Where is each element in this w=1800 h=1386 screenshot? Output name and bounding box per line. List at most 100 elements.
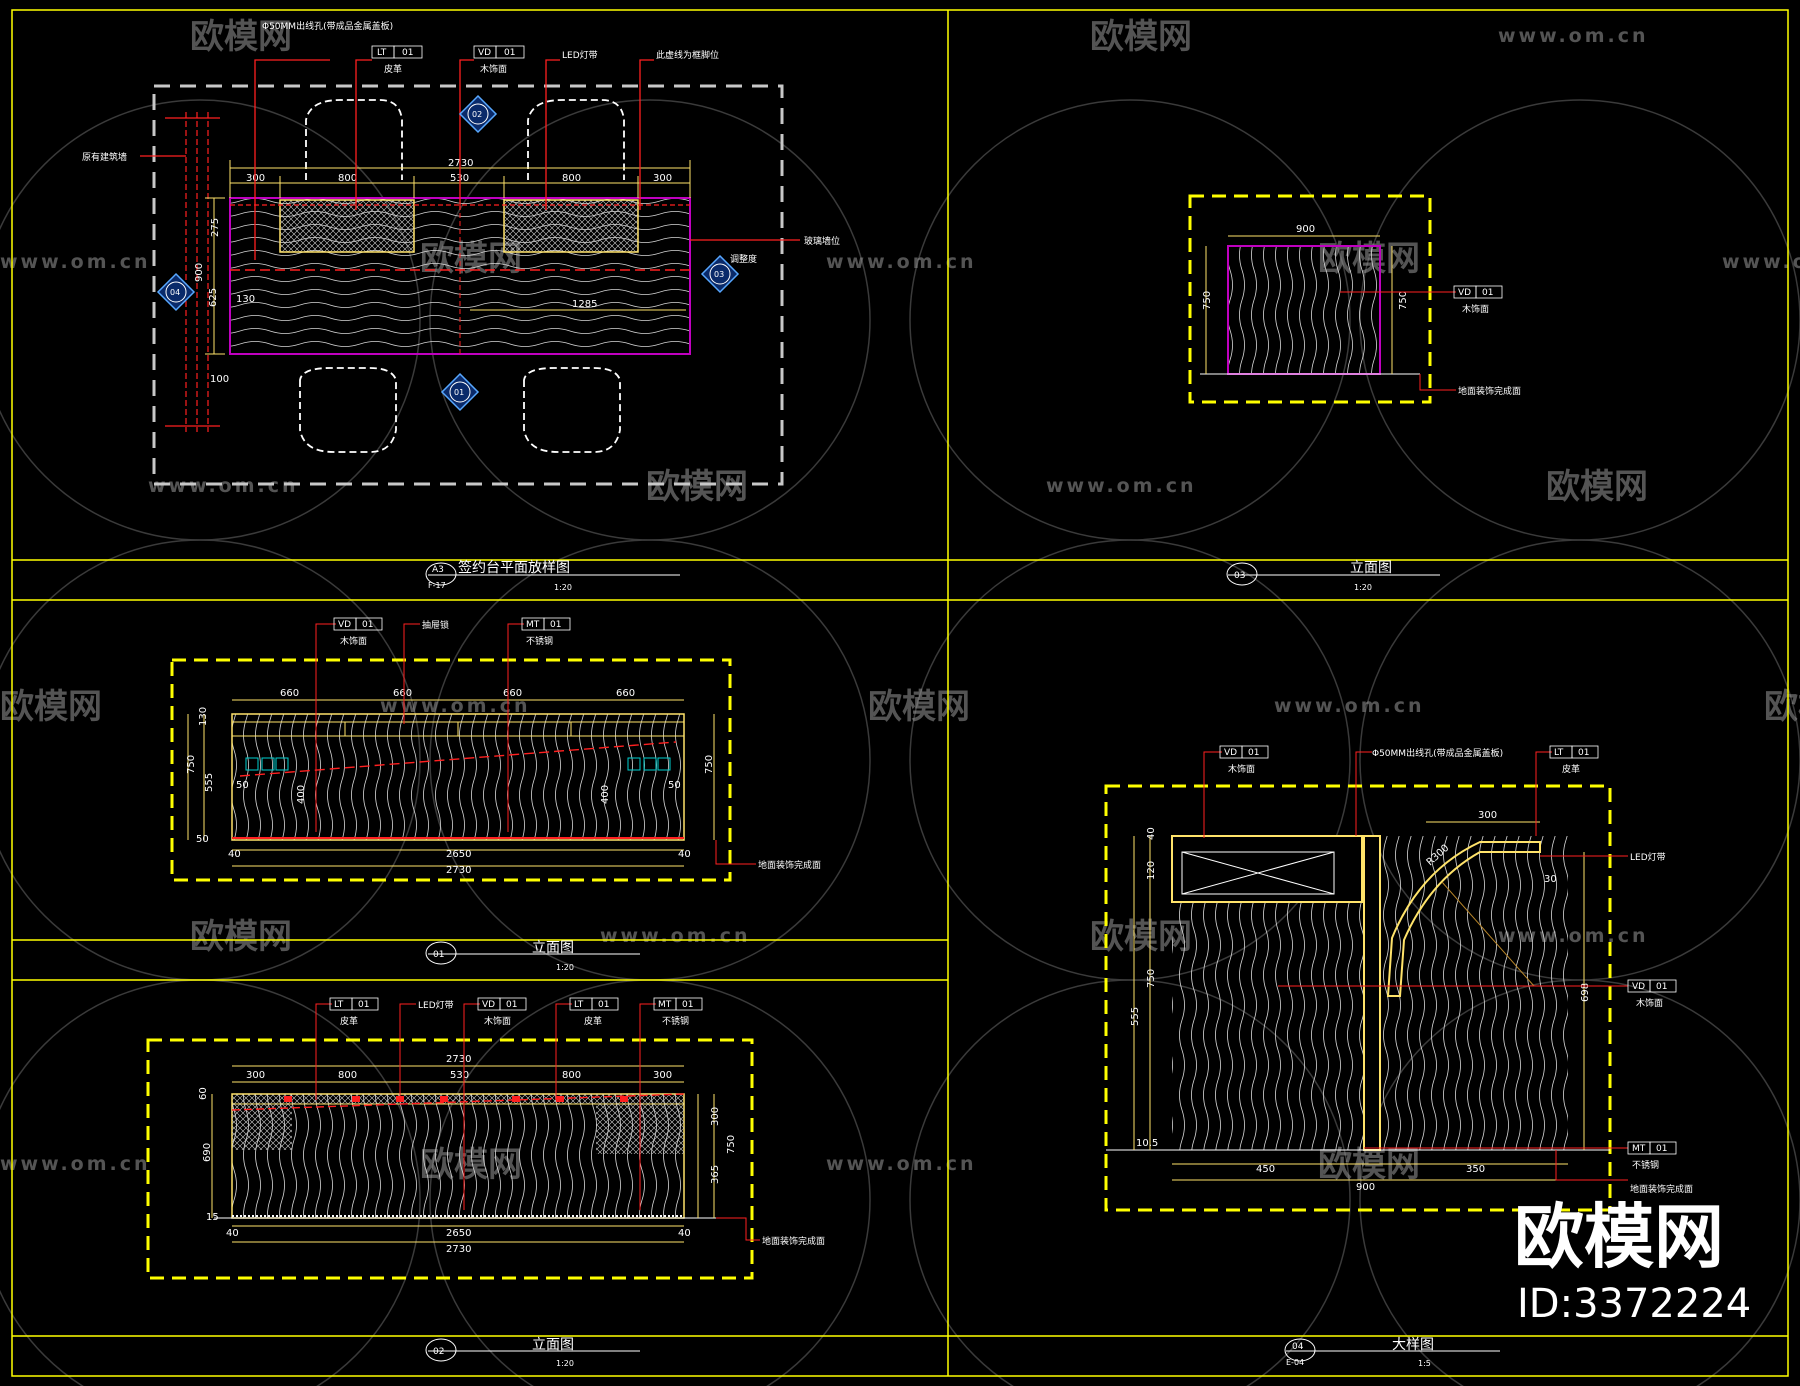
svg-text:地面装饰完成面: 地面装饰完成面 xyxy=(762,1235,825,1247)
svg-text:01: 01 xyxy=(598,1000,609,1010)
svg-text:40: 40 xyxy=(678,849,691,860)
dim-275: 275 xyxy=(210,218,221,237)
svg-text:01: 01 xyxy=(1578,748,1589,758)
svg-text:750: 750 xyxy=(726,1135,737,1154)
svg-text:01: 01 xyxy=(1656,982,1667,992)
watermark-url: www.om.cn xyxy=(0,1153,151,1175)
svg-text:365: 365 xyxy=(710,1165,721,1184)
elevation-face xyxy=(1227,245,1381,375)
svg-text:皮革: 皮革 xyxy=(584,1015,602,1027)
svg-text:300: 300 xyxy=(246,1070,265,1081)
svg-text:660: 660 xyxy=(280,688,299,699)
svg-text:400: 400 xyxy=(600,785,611,804)
note-centerline: 此虚线为框脚位 xyxy=(656,49,719,61)
chair-icon xyxy=(527,99,625,180)
brand-logo-text: 欧模网 xyxy=(1514,1196,1724,1278)
svg-text:50: 50 xyxy=(236,780,249,791)
svg-text:不锈钢: 不锈钢 xyxy=(1632,1159,1659,1171)
svg-text:木饰面: 木饰面 xyxy=(1462,303,1489,315)
svg-text:木饰面: 木饰面 xyxy=(1228,763,1255,775)
svg-text:400: 400 xyxy=(296,785,307,804)
svg-text:60: 60 xyxy=(198,1087,209,1100)
wall-lines xyxy=(165,112,220,432)
sheet-frame xyxy=(11,9,1789,1377)
svg-text:2650: 2650 xyxy=(446,849,471,860)
dim-130: 130 xyxy=(236,294,255,305)
dim-800: 800 xyxy=(338,173,357,184)
watermark-brand: 欧模网 xyxy=(1318,1145,1420,1185)
svg-text:2650: 2650 xyxy=(446,1228,471,1239)
svg-text:03: 03 xyxy=(1234,571,1245,581)
svg-text:750: 750 xyxy=(1202,291,1213,310)
svg-text:抽屉锁: 抽屉锁 xyxy=(422,619,449,631)
dim-300: 300 xyxy=(653,173,672,184)
title-text: 大样图 xyxy=(1392,1337,1434,1353)
svg-text:LT: LT xyxy=(334,1000,344,1010)
svg-text:VD: VD xyxy=(1224,748,1237,758)
svg-text:750: 750 xyxy=(704,755,715,774)
svg-text:LED灯带: LED灯带 xyxy=(418,1000,454,1011)
title-text: 立面图 xyxy=(532,1337,574,1353)
svg-text:2730: 2730 xyxy=(446,1054,471,1065)
svg-text:地面装饰完成面: 地面装饰完成面 xyxy=(758,859,821,871)
svg-text:皮革: 皮革 xyxy=(1562,763,1580,775)
svg-text:50: 50 xyxy=(668,780,681,791)
svg-text:LT: LT xyxy=(574,1000,584,1010)
marker-04: 04 xyxy=(156,272,196,312)
svg-text:02: 02 xyxy=(472,110,482,119)
svg-text:750: 750 xyxy=(1398,291,1409,310)
svg-text:木饰面: 木饰面 xyxy=(340,635,367,647)
svg-text:450: 450 xyxy=(1256,1164,1275,1175)
svg-text:01: 01 xyxy=(1656,1144,1667,1154)
svg-text:1:20: 1:20 xyxy=(556,1359,574,1368)
svg-text:01: 01 xyxy=(1482,288,1493,298)
chair-icon xyxy=(305,99,403,180)
svg-text:VD: VD xyxy=(338,620,351,630)
title-text: 立面图 xyxy=(1350,560,1392,576)
tag-lt: LT xyxy=(377,48,387,58)
watermark-brand: 欧模网 xyxy=(190,17,292,57)
svg-text:350: 350 xyxy=(1466,1164,1485,1175)
svg-text:01: 01 xyxy=(550,620,561,630)
watermark-url: www.om.cn xyxy=(148,475,299,497)
title-04: 04 E-04 大样图 1:5 xyxy=(1284,1337,1500,1368)
svg-text:不锈钢: 不锈钢 xyxy=(662,1015,689,1027)
svg-text:300: 300 xyxy=(1478,810,1497,821)
watermark-url: www.om.cn xyxy=(1046,475,1197,497)
panel-border xyxy=(146,1038,754,1280)
watermark-url: www.om.cn xyxy=(1722,251,1800,273)
note-wall: 原有建筑墙 xyxy=(82,151,127,163)
svg-text:MT: MT xyxy=(1632,1144,1646,1154)
svg-text:LT: LT xyxy=(1554,748,1564,758)
svg-text:660: 660 xyxy=(616,688,635,699)
svg-text:02: 02 xyxy=(433,1347,444,1357)
tag-num: 01 xyxy=(504,48,515,58)
dim-2730: 2730 xyxy=(448,158,473,169)
svg-text:750: 750 xyxy=(186,755,197,774)
svg-text:MT: MT xyxy=(526,620,540,630)
dim-800: 800 xyxy=(562,173,581,184)
title-a3: A3 F-17 签约台平面放样图 1:20 xyxy=(425,559,680,592)
svg-text:01: 01 xyxy=(433,950,444,960)
svg-text:VD: VD xyxy=(482,1000,495,1010)
watermark-brand: 欧模网 xyxy=(1090,17,1192,57)
svg-text:10.5: 10.5 xyxy=(1136,1138,1158,1149)
plan-leaders xyxy=(140,59,800,260)
leather-inlay xyxy=(279,199,415,253)
watermark-brand: 欧模网 xyxy=(0,687,102,727)
svg-text:555: 555 xyxy=(204,773,215,792)
chairs xyxy=(299,99,625,453)
svg-text:40: 40 xyxy=(1146,827,1157,840)
marker-01: 01 xyxy=(440,372,480,412)
svg-text:木饰面: 木饰面 xyxy=(484,1015,511,1027)
plan-border xyxy=(152,84,784,486)
note-hole: Φ50MM出线孔(带成品金属盖板) xyxy=(262,20,393,32)
svg-text:03: 03 xyxy=(714,270,724,279)
svg-text:01: 01 xyxy=(682,1000,693,1010)
note-veneer: 木饰面 xyxy=(480,63,507,75)
svg-text:1:5: 1:5 xyxy=(1418,1359,1431,1368)
svg-text:690: 690 xyxy=(202,1143,213,1162)
dim-900: 900 xyxy=(194,263,205,282)
brand-id-text: ID:3372224 xyxy=(1517,1281,1752,1327)
